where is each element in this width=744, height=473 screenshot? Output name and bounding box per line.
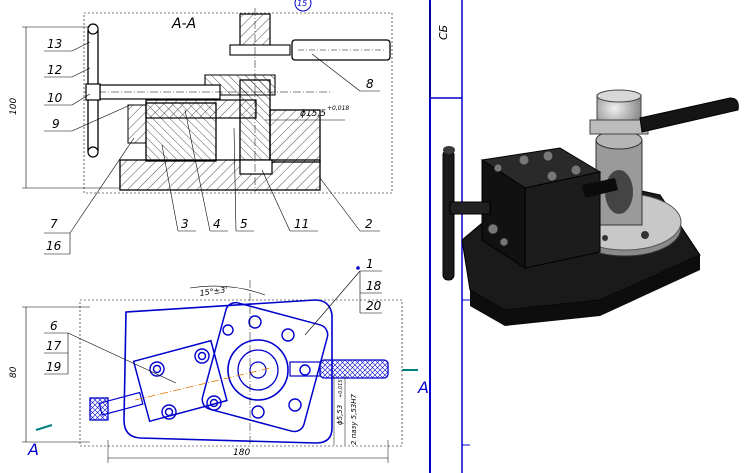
- column-housing: [269, 109, 321, 163]
- dim-diameter-side-tol: +0,018: [327, 105, 349, 112]
- model-t-handle: [442, 149, 455, 281]
- plan-spindle: [227, 339, 289, 401]
- dim-bore: ϕ5,53: [336, 405, 344, 425]
- balloon-top-cut: [294, 0, 312, 12]
- sheet-frame: [429, 0, 470, 473]
- cross-screw: [229, 44, 291, 56]
- balloon-19: 19: [46, 360, 61, 374]
- dim-width-plan: 180: [233, 448, 250, 458]
- balloon-6: 6: [50, 319, 58, 333]
- svg-text:15: 15: [297, 0, 307, 8]
- plan-handle-end: [89, 397, 109, 421]
- dim-diameter-side: ϕ15,5: [300, 109, 326, 119]
- balloon-18: 18: [366, 279, 382, 293]
- balloon-17: 17: [46, 339, 62, 353]
- balloon-3: 3: [181, 217, 189, 231]
- base-plate: [119, 159, 321, 191]
- section-marker-left: A: [27, 440, 39, 459]
- plan-view: 15°±3' A A 80 180 ϕ5,53 +0,015 2 пазу 5,…: [9, 280, 429, 463]
- plan-base: [123, 299, 333, 444]
- balloon-10: 10: [47, 91, 63, 105]
- dim-height-plan: 80: [9, 366, 19, 378]
- plan-balloons: 6 17 19 1 18 20: [44, 257, 382, 384]
- side-balloons-left: 13 12 10 9 7 16: [44, 37, 135, 255]
- balloon-2: 2: [365, 217, 373, 231]
- balloon-8: 8: [366, 77, 374, 91]
- stamp-text: СБ: [437, 25, 450, 40]
- dim-bore-tol: +0,015: [338, 379, 344, 398]
- side-balloons-bottom: 3 4 5 11 2 8: [161, 53, 380, 232]
- balloon-1: 1: [366, 257, 374, 271]
- balloon-11: 11: [294, 217, 309, 231]
- section-view-a-a: A-A 100: [9, 0, 393, 194]
- knurled-knob: [291, 39, 391, 61]
- plan-knurled-knob: [319, 359, 389, 379]
- dim-height-side: 100: [9, 98, 19, 115]
- section-marker-right: A: [417, 378, 429, 397]
- balloon-13: 13: [47, 37, 62, 51]
- balloon-7: 7: [50, 217, 58, 231]
- section-label: A-A: [171, 16, 196, 32]
- model-handle: [639, 97, 739, 133]
- dim-holes-note: 2 пазу 5,53Н7: [350, 394, 358, 445]
- balloon-12: 12: [47, 63, 62, 77]
- nut: [239, 159, 273, 175]
- balloon-9: 9: [52, 117, 60, 131]
- balloon-20: 20: [366, 299, 382, 313]
- model-render: [442, 89, 739, 326]
- balloon-16: 16: [46, 239, 62, 253]
- dim-angle: 15°±3': [199, 285, 228, 298]
- balloon-4: 4: [213, 217, 221, 231]
- plan-clamp-block: [132, 339, 228, 423]
- balloon-5: 5: [240, 217, 248, 231]
